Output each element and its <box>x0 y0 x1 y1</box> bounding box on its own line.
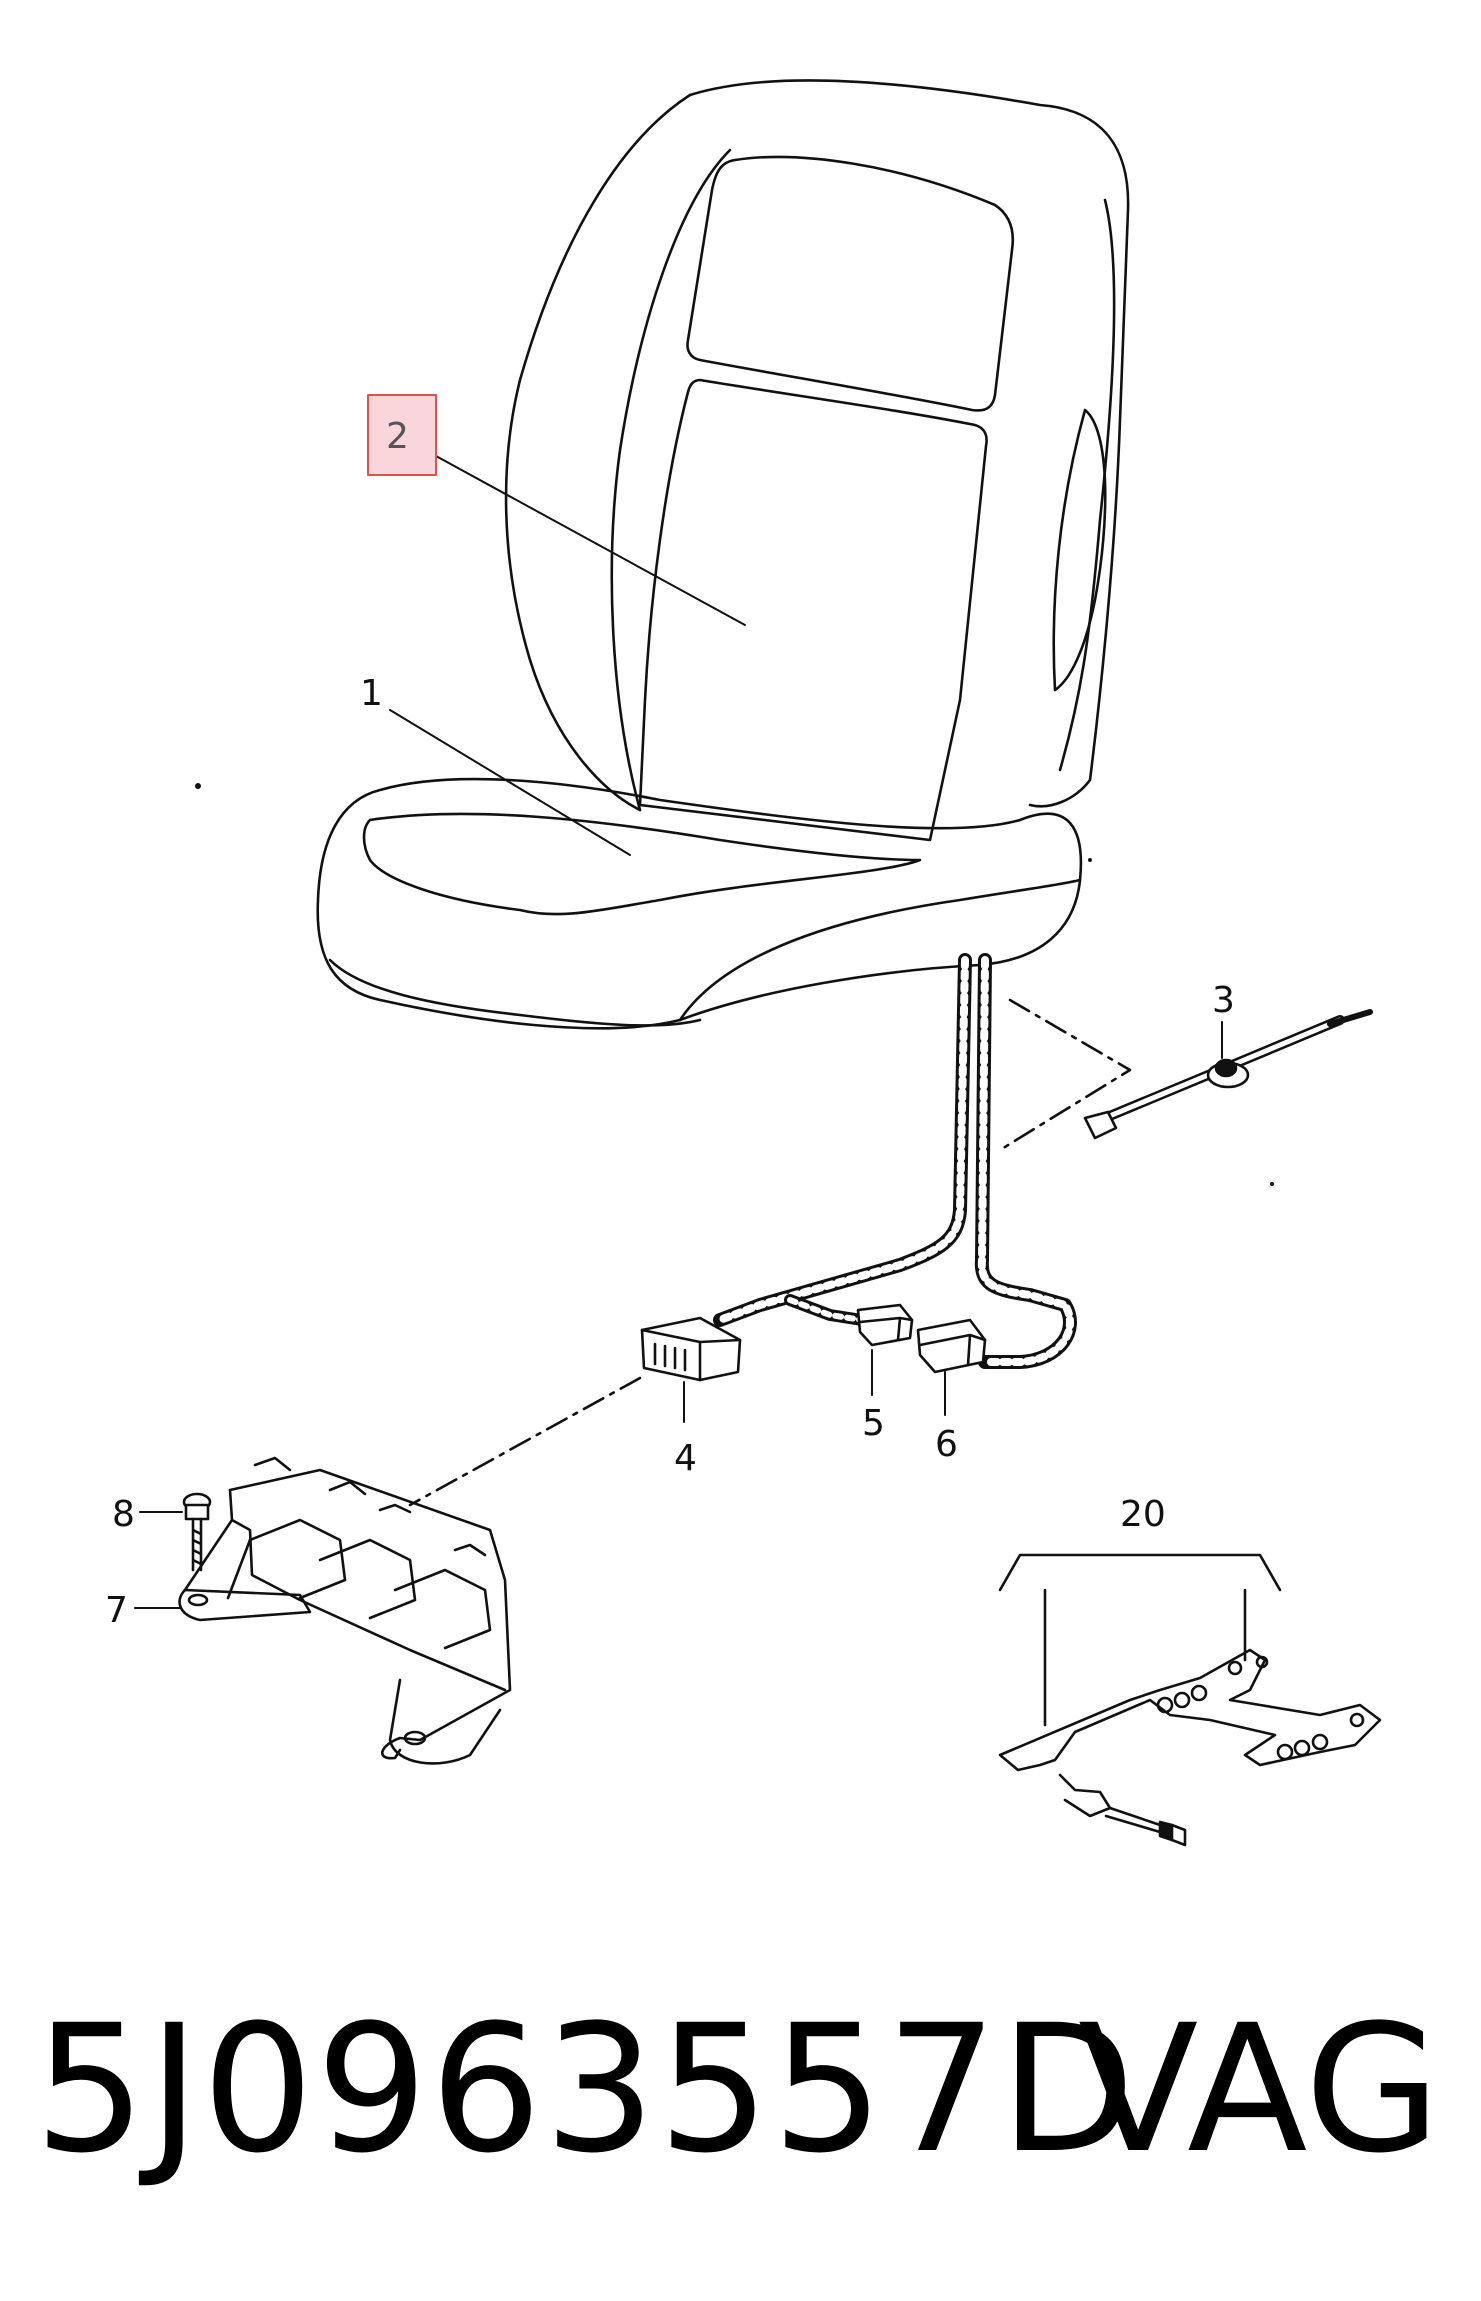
backrest-front <box>610 148 732 812</box>
callout-2-highlight <box>367 394 437 476</box>
speck <box>1088 858 1092 862</box>
part-3-cable <box>1083 1009 1373 1140</box>
backrest-upper-panel <box>686 155 1015 412</box>
callout-2: 2 <box>386 416 409 457</box>
leader-2 <box>424 449 746 626</box>
callout-7: 7 <box>105 1590 128 1631</box>
backrest-outline <box>688 79 1130 808</box>
connector-6 <box>916 1318 987 1374</box>
backrest-left-edge <box>504 93 692 812</box>
callout-4: 4 <box>674 1438 697 1479</box>
part-number-label: 5J0963557D <box>34 1987 1138 2192</box>
connector-5 <box>856 1303 914 1347</box>
part-20-sensor-mat <box>998 1553 1382 1847</box>
guide-lines <box>408 998 1132 1507</box>
backrest-side-pocket <box>1052 408 1107 692</box>
cushion-side <box>678 878 1082 1022</box>
harness-second-fill <box>977 956 1074 1366</box>
brand-label: VAG <box>1078 1987 1441 2192</box>
callout-3: 3 <box>1212 980 1235 1021</box>
speck <box>1270 1182 1274 1186</box>
harness-branch-5-fill <box>787 1297 865 1323</box>
leader-1 <box>389 709 631 856</box>
callout-20: 20 <box>1120 1494 1166 1535</box>
wiring-harness <box>713 953 1077 1369</box>
speck <box>195 783 201 789</box>
callout-8: 8 <box>112 1494 135 1535</box>
leader-lines <box>134 449 1223 1609</box>
harness-main <box>713 953 972 1327</box>
seat-illustration <box>316 79 1130 1030</box>
part-7-bracket <box>178 1456 512 1765</box>
connector-4 <box>640 1316 742 1382</box>
backrest-lower-panel <box>638 378 988 842</box>
callout-6: 6 <box>935 1424 958 1465</box>
harness-main-fill <box>716 956 969 1324</box>
cushion-top-panel <box>362 812 922 916</box>
callout-5: 5 <box>862 1403 885 1444</box>
part-8-screw <box>182 1492 212 1572</box>
backrest-side-bolster <box>1058 198 1116 772</box>
callout-1: 1 <box>360 673 383 714</box>
cushion-bottom <box>328 958 702 1027</box>
